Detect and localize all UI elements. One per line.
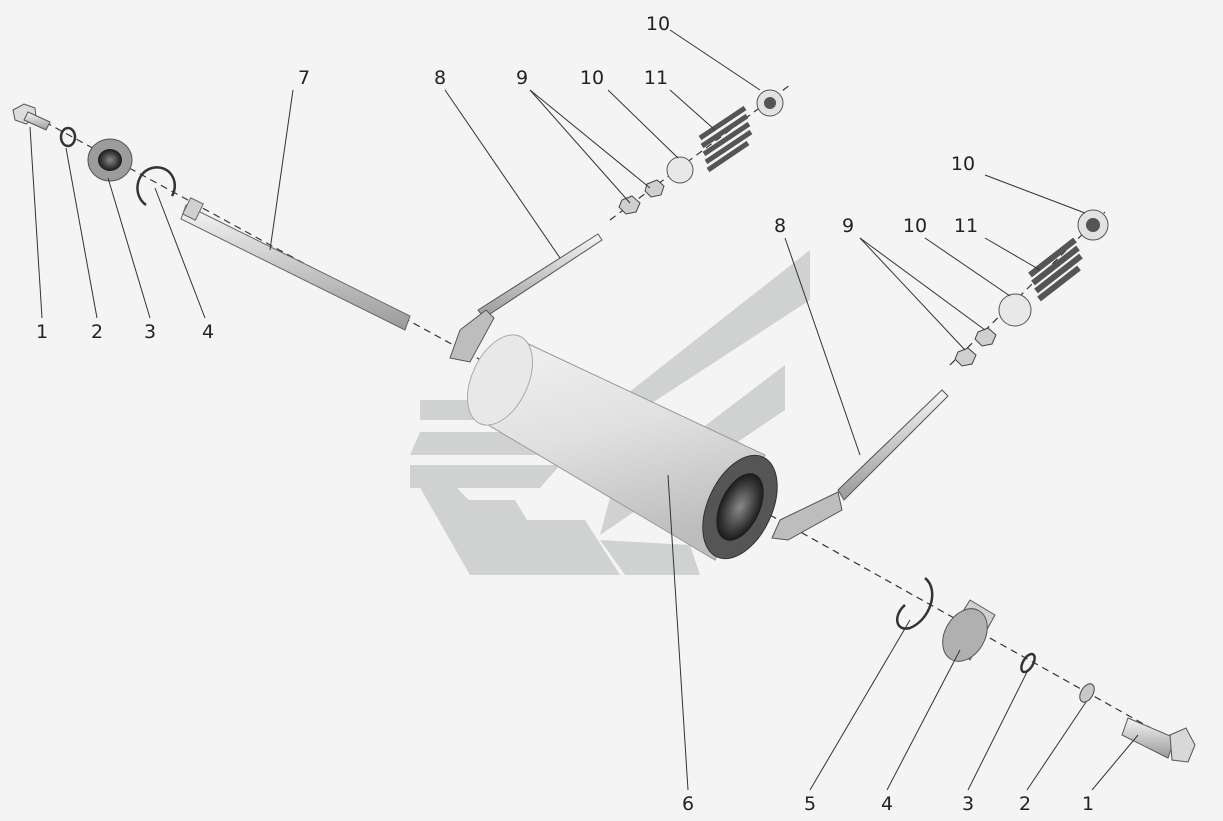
- retaining-ring-right: [896, 577, 934, 630]
- bearing-left: [87, 138, 133, 182]
- callout-labels: 1 2 3 4 7 8 9 10 11 10 10 8 9 10 11 6 5 …: [36, 13, 1094, 815]
- callout-6: 6: [682, 793, 694, 815]
- callout-9-right: 9: [842, 215, 854, 237]
- adjusting-rod-right: [771, 389, 949, 541]
- callout-4-left: 4: [202, 321, 214, 343]
- callout-10-right-a: 10: [951, 153, 975, 175]
- callout-8-left: 8: [434, 67, 446, 89]
- callout-11-right: 11: [954, 215, 978, 237]
- callout-2-left: 2: [91, 321, 103, 343]
- nuts-left: [618, 179, 665, 215]
- spacer-right: [1079, 683, 1095, 703]
- callout-10-right-b: 10: [903, 215, 927, 237]
- callout-10-left-a: 10: [580, 67, 604, 89]
- callout-5: 5: [804, 793, 816, 815]
- callout-leader-lines: [29, 29, 1139, 791]
- callout-8-right: 8: [774, 215, 786, 237]
- callout-3-left: 3: [144, 321, 156, 343]
- callout-2-right: 2: [1019, 793, 1031, 815]
- callout-11-left: 11: [644, 67, 668, 89]
- shaft: [180, 197, 411, 331]
- callout-9-left: 9: [516, 67, 528, 89]
- washer-right: [1020, 652, 1036, 674]
- callout-10-left-b: 10: [646, 13, 670, 35]
- callout-1-left: 1: [36, 321, 48, 343]
- spring-right: [998, 209, 1109, 327]
- bearing-right: [942, 599, 996, 662]
- callout-1-right: 1: [1082, 793, 1094, 815]
- adjusting-rod-left: [449, 233, 603, 363]
- callout-4-right: 4: [881, 793, 893, 815]
- nuts-right: [954, 327, 997, 367]
- retaining-ring-left: [136, 166, 177, 207]
- roller-cylinder: [467, 334, 778, 561]
- callout-7: 7: [298, 67, 310, 89]
- bolt-left: [12, 103, 51, 131]
- callout-3-right: 3: [962, 793, 974, 815]
- spring-left: [666, 89, 784, 184]
- bolt-right: [1121, 717, 1196, 763]
- washer-left: [59, 126, 77, 148]
